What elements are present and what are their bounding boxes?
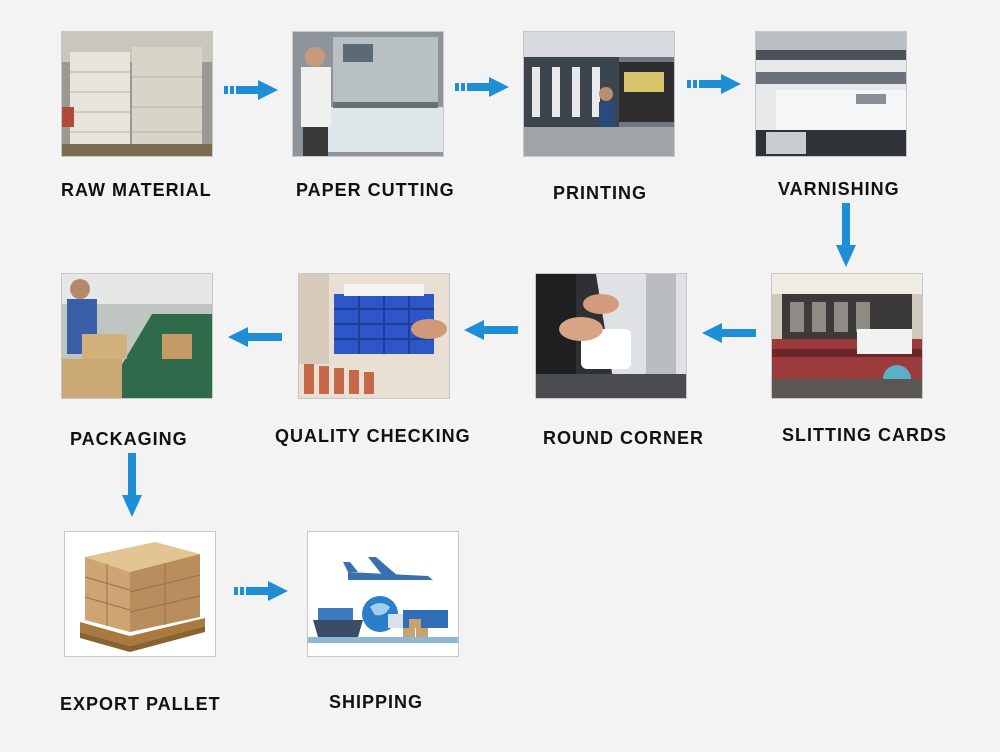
arrow-right-icon <box>687 74 741 94</box>
arrow-left-icon <box>702 323 756 343</box>
packaging-photo <box>61 273 213 399</box>
shipping-photo <box>307 531 459 657</box>
raw-material-photo <box>61 31 213 157</box>
printing-label: PRINTING <box>553 183 648 203</box>
arrow-left-icon <box>228 327 282 347</box>
arrow-right-icon <box>234 581 288 601</box>
varnishing-photo <box>755 31 907 157</box>
arrow-right-icon <box>224 80 278 100</box>
export-pallet-photo <box>64 531 216 657</box>
quality-checking-photo <box>298 273 450 399</box>
packaging-label: PACKAGING <box>70 429 188 449</box>
round-corner-label: ROUND CORNER <box>543 428 705 448</box>
slitting-cards-label: SLITTING CARDS <box>782 425 947 445</box>
quality-checking-label: QUALITY CHECKING <box>275 426 471 446</box>
shipping-label: SHIPPING <box>329 692 424 712</box>
arrow-down-icon <box>836 203 856 267</box>
paper-cutting-photo <box>292 31 444 157</box>
arrow-down-icon <box>122 453 142 517</box>
arrow-right-icon <box>455 77 509 97</box>
varnishing-label: VARNISHING <box>778 179 900 199</box>
raw-material-label: RAW MATERIAL <box>61 180 212 200</box>
export-pallet-label: EXPORT PALLET <box>60 694 221 714</box>
round-corner-photo <box>535 273 687 399</box>
arrow-left-icon <box>464 320 518 340</box>
printing-photo <box>523 31 675 157</box>
paper-cutting-label: PAPER CUTTING <box>296 180 455 200</box>
slitting-cards-photo <box>771 273 923 399</box>
